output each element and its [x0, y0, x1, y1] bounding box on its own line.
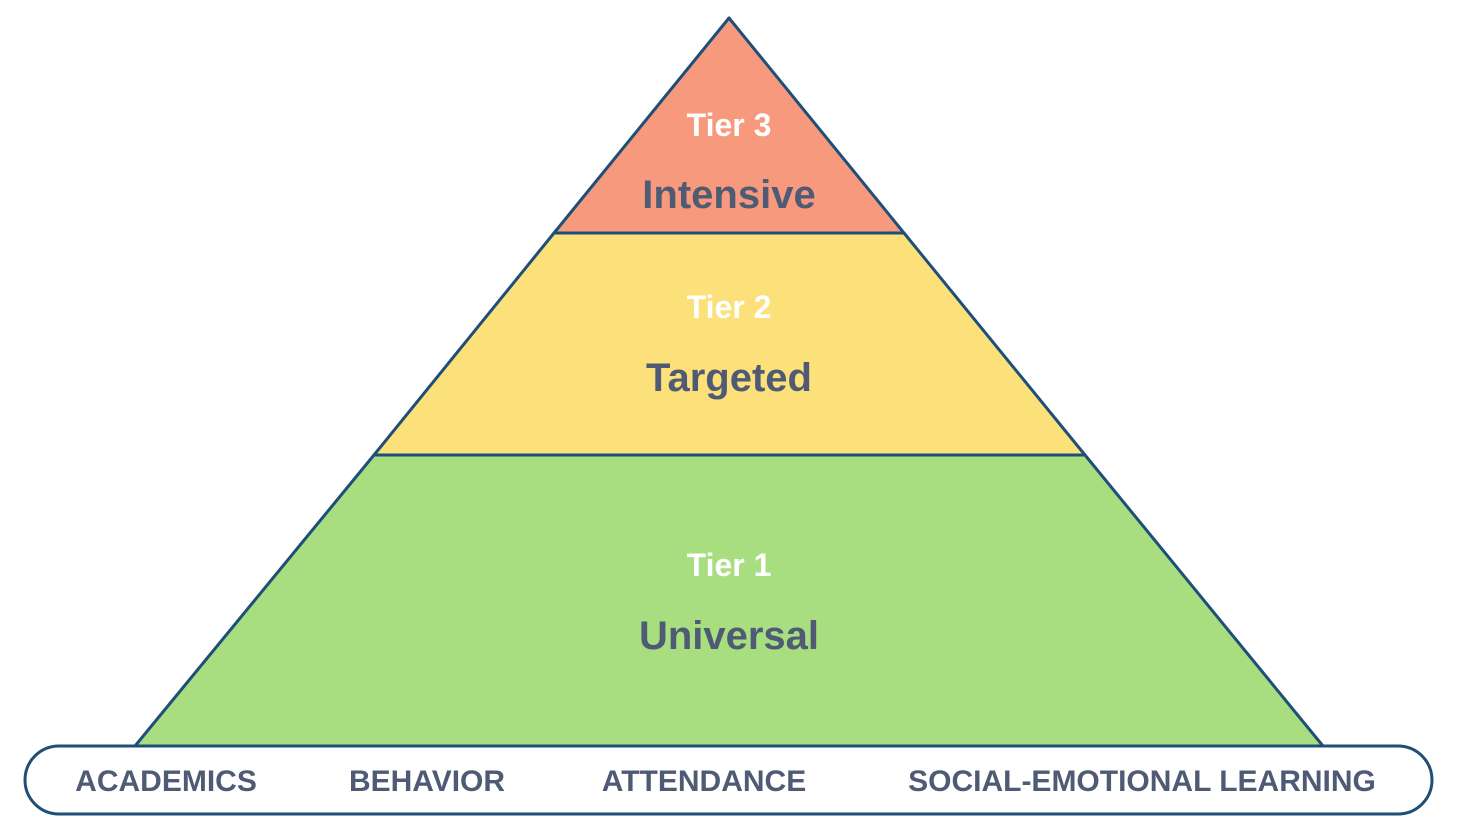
tier-2-section — [372, 231, 1087, 457]
foundation-bar — [23, 744, 1434, 816]
tier-1-section — [133, 453, 1325, 748]
foundation-label-academics: ACADEMICS — [75, 765, 257, 798]
foundation-label-sel: SOCIAL-EMOTIONAL LEARNING — [908, 765, 1376, 798]
tier-2-name: Targeted — [646, 356, 812, 400]
tier-3-name: Intensive — [642, 173, 815, 217]
foundation-label-behavior: BEHAVIOR — [349, 765, 505, 798]
foundation-label-attendance: ATTENDANCE — [602, 765, 806, 798]
tier-2-number: Tier 2 — [687, 289, 772, 325]
tier-1-number: Tier 1 — [687, 547, 772, 583]
tier-1-name: Universal — [639, 614, 819, 658]
tier-3-number: Tier 3 — [687, 107, 772, 143]
